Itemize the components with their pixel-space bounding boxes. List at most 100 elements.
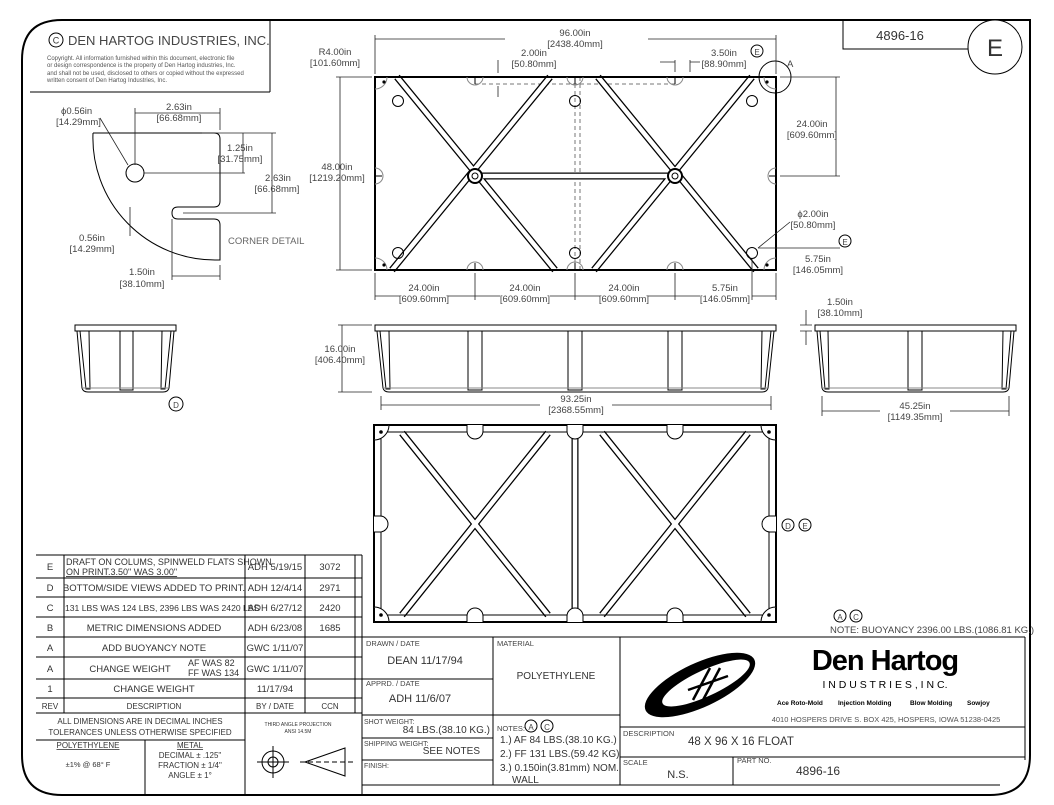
rev-cell: 1 <box>47 684 52 695</box>
dim-slot-depth: 1.50in <box>129 267 155 278</box>
copyright-icon <box>48 32 64 48</box>
dim-spacing-mm: [609.60mm] <box>399 294 449 305</box>
note-line: 3.) 0.150in(3.81mm) NOM. <box>500 763 619 774</box>
note-line: WALL <box>512 775 539 786</box>
part-number-header: 4896-16 <box>876 28 924 43</box>
rev-by-date: GWC 1/11/07 <box>247 664 304 675</box>
copyright-symbol: C <box>53 36 60 46</box>
dim-width: 2.63in <box>166 102 192 113</box>
rev-description: 131 LBS WAS 124 LBS, 2396 LBS WAS 2420 L… <box>65 603 260 613</box>
dim-bottom-width-mm: [1149.35mm] <box>888 412 943 423</box>
rev-marker: C <box>544 723 550 732</box>
dim-spacing-mm: [609.60mm] <box>599 294 649 305</box>
title-block: DRAWN / DATE DEAN 11/17/94 APPRD. / DATE… <box>362 637 1026 786</box>
bottom-view: D E <box>373 424 812 623</box>
dim-width: 48.00in <box>321 162 352 173</box>
dim-bottom-length: 93.25in <box>560 394 591 405</box>
dim-spacing-mm: [609.60mm] <box>500 294 550 305</box>
dim-rib-offset-mm: [50.80mm] <box>512 59 557 70</box>
shot-weight-value: 84 LBS.(38.10 KG.) <box>403 725 490 736</box>
rev-description: AF WAS 82 <box>188 658 235 668</box>
metal-label: METAL <box>177 741 204 750</box>
rev-by-date: ADH 5/19/15 <box>248 562 302 573</box>
scale-label: SCALE <box>623 758 648 767</box>
dim-hole-dia-mm: [14.29mm] <box>56 117 101 128</box>
rev-marker: E <box>842 238 847 247</box>
material-label: MATERIAL <box>497 639 534 648</box>
dim-bottom-width: 45.25in <box>899 401 930 412</box>
drawn-value: DEAN 11/17/94 <box>387 655 463 667</box>
corner-hole <box>125 163 145 183</box>
rev-description: ADD BUOYANCY NOTE <box>102 643 206 654</box>
side-view-long: 16.00in [406.40mm] 93.25in [2368.55mm] <box>315 324 777 416</box>
rev-ccn: 1685 <box>319 623 340 634</box>
part-number-box: 4896-16 E <box>842 19 1023 75</box>
dim-spacing-mm: [146.05mm] <box>700 294 750 305</box>
part-no-label: PART NO. <box>737 756 772 765</box>
company-logo <box>644 652 756 718</box>
dim-hole-edge-mm: [146.05mm] <box>793 265 843 276</box>
dim-height: 16.00in <box>324 344 355 355</box>
service-item: Blow Molding <box>910 700 952 707</box>
dim-rail-mm: [38.10mm] <box>818 308 863 319</box>
rev-description: DRAFT ON COLUMS, SPINWELD FLATS SHOWN <box>66 557 272 567</box>
dim-rail: 1.50in <box>827 297 853 308</box>
company-subtitle: I N D U S T R I E S , I N C. <box>822 679 947 691</box>
note-line: 2.) FF 131 LBS.(59.42 KG) <box>500 749 620 760</box>
buoyancy-text: NOTE: BUOYANCY 2396.00 LBS.(1086.81 KG.) <box>830 625 1034 636</box>
drawn-label: DRAWN / DATE <box>366 639 420 648</box>
rev-description: FF WAS 134 <box>188 668 239 678</box>
approved-label: APPRD. / DATE <box>366 679 420 688</box>
tolerance-note: ALL DIMENSIONS ARE IN DECIMAL INCHES <box>57 717 222 726</box>
dim-height-mm: [66.68mm] <box>255 184 300 195</box>
dim-slot-spacing-mm: [88.90mm] <box>702 59 747 70</box>
dim-length-mm: [2438.40mm] <box>547 39 602 50</box>
dim-length: 96.00in <box>559 28 590 39</box>
rev-header: REV <box>42 702 59 711</box>
note-line: 1.) AF 84 LBS.(38.10 KG.) <box>500 735 617 746</box>
projection-label: ANSI 14.5M <box>285 729 312 735</box>
rev-cell: D <box>47 583 54 594</box>
description-value: 48 X 96 X 16 FLOAT <box>688 736 794 748</box>
rev-cell: C <box>47 603 54 614</box>
rev-by-date: ADH 6/23/08 <box>248 623 302 634</box>
rev-marker: D <box>173 401 179 410</box>
rev-header: CCN <box>321 702 339 711</box>
dim-rib-offset: 2.00in <box>521 48 547 59</box>
rev-by-date: ADH 6/27/12 <box>248 603 302 614</box>
dim-spacing: 24.00in <box>408 283 439 294</box>
part-no-value: 4896-16 <box>796 764 840 778</box>
shot-weight-label: SHOT WEIGHT: <box>364 719 414 726</box>
dim-slot-spacing: 3.50in <box>711 48 737 59</box>
dim-radius: R4.00in <box>319 47 352 58</box>
dim-spacing: 5.75in <box>712 283 738 294</box>
drawing-frame <box>21 19 1031 796</box>
shipping-weight-value: SEE NOTES <box>423 746 481 757</box>
rev-marker: E <box>754 48 759 57</box>
dim-slot-width: 0.56in <box>79 233 105 244</box>
rev-ccn: 3072 <box>319 562 340 573</box>
rev-description: METRIC DIMENSIONS ADDED <box>87 623 222 634</box>
copyright-line: or design correspondence is the property… <box>47 63 236 69</box>
rev-header: BY / DATE <box>256 702 294 711</box>
dim-slot-width-mm: [14.29mm] <box>70 244 115 255</box>
rev-description: ON PRINT.3.50" WAS 3.00" <box>66 567 177 577</box>
rev-by-date: 11/17/94 <box>257 684 293 695</box>
rev-cell: B <box>47 623 53 634</box>
poly-label: POLYETHYLENE <box>57 741 120 750</box>
service-item: Injection Molding <box>838 700 891 707</box>
dim-height: 2.63in <box>265 173 291 184</box>
rev-header: DESCRIPTION <box>127 702 182 711</box>
scale-value: N.S. <box>667 769 688 781</box>
dim-half-width-mm: [609.60mm] <box>787 130 837 141</box>
rev-cell: A <box>47 664 54 675</box>
dim-radius-mm: [101.60mm] <box>310 58 360 69</box>
poly-tolerance: ±1% @ 68° F <box>66 760 111 769</box>
rev-marker: A <box>528 723 534 732</box>
dim-spacing: 24.00in <box>608 283 639 294</box>
dim-bottom-length-mm: [2368.55mm] <box>548 405 603 416</box>
dim-half-width: 24.00in <box>796 119 827 130</box>
dim-hole-offset: 1.25in <box>227 143 253 154</box>
notes-label: NOTES: <box>497 724 525 733</box>
buoyancy-note: A C NOTE: BUOYANCY 2396.00 LBS.(1086.81 … <box>830 609 1034 636</box>
